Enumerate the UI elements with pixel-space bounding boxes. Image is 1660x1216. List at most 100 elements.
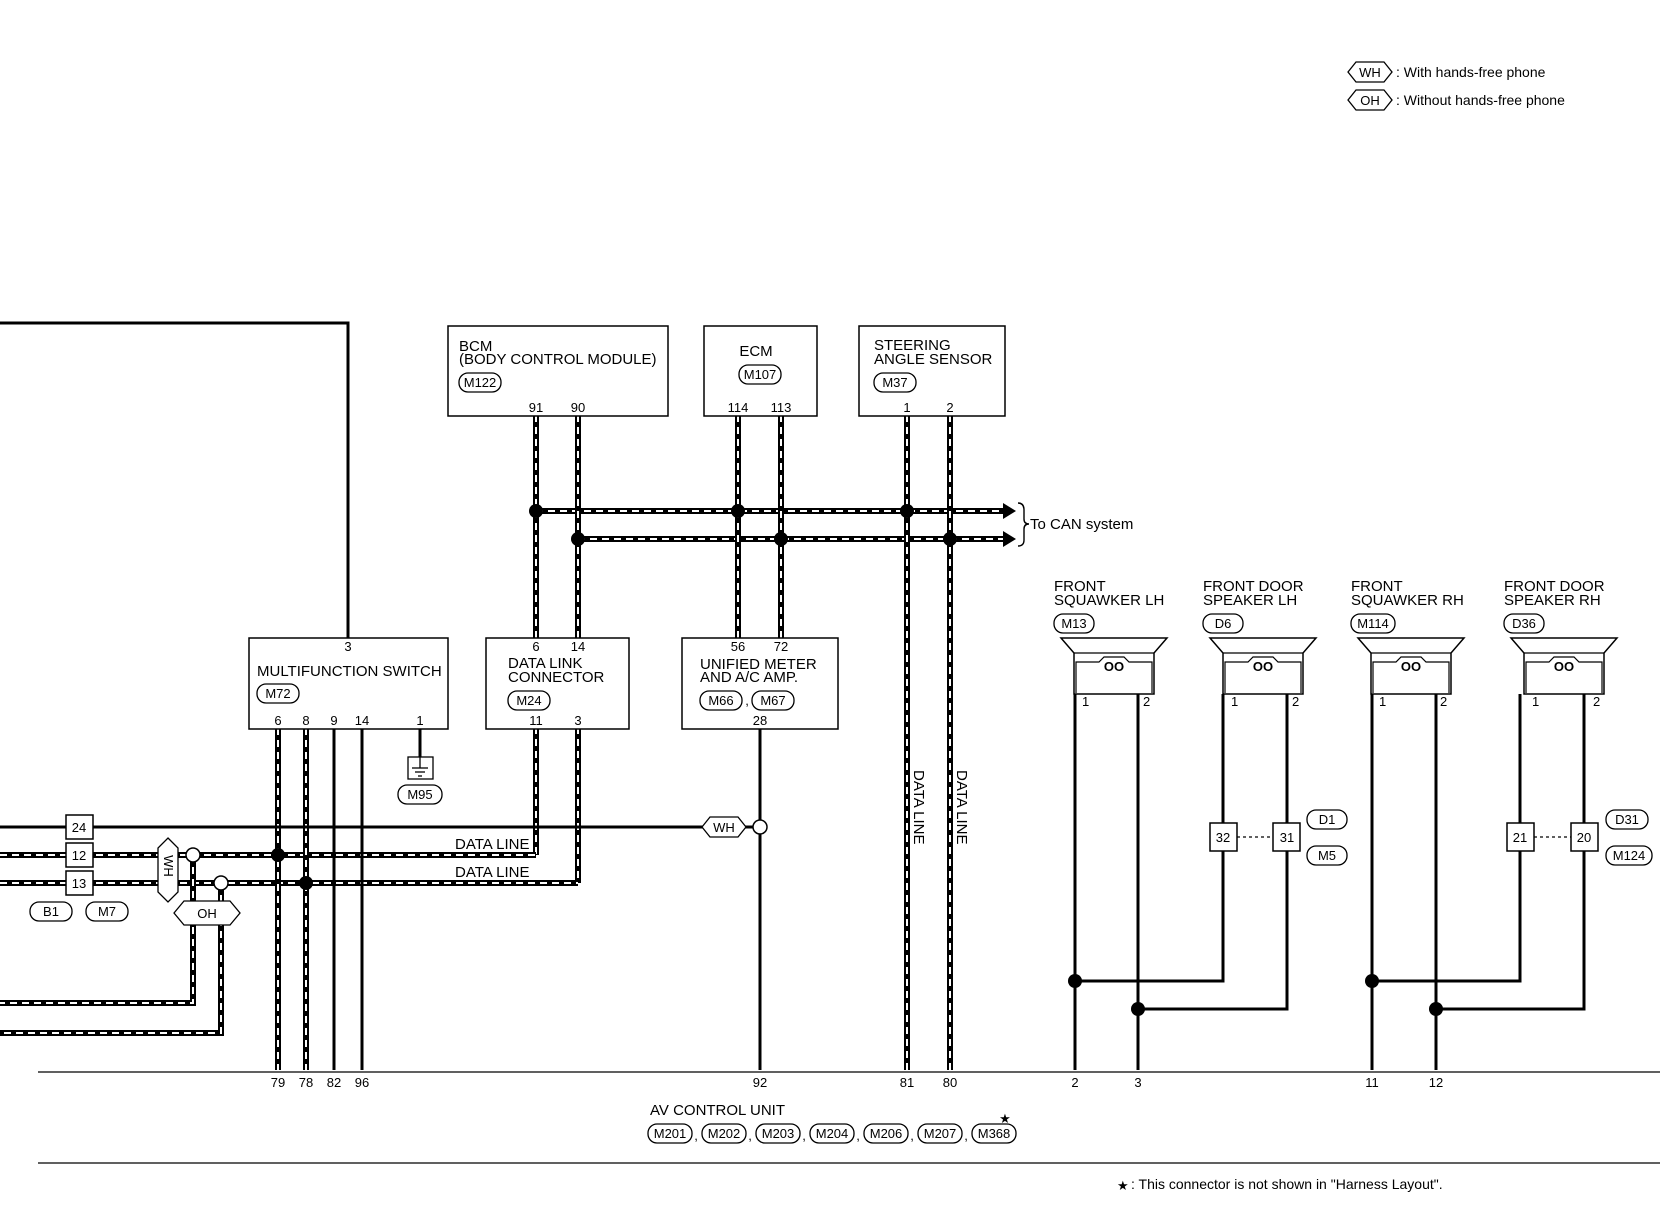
- speaker-pin-1: 1: [1082, 694, 1089, 709]
- multifunction-switch-box: 3 MULTIFUNCTION SWITCH M72 6 8 9 14 1: [248, 637, 449, 730]
- bcm-subtitle: (BODY CONTROL MODULE): [459, 351, 657, 368]
- ground-connector: M95: [407, 787, 432, 802]
- bcm-title: BCM: [459, 338, 492, 355]
- svg-text:,: ,: [694, 1128, 698, 1143]
- speaker-subtitle: SQUAWKER RH: [1351, 592, 1464, 609]
- ground-icon: M95: [397, 756, 443, 805]
- av-title: AV CONTROL UNIT: [650, 1102, 785, 1119]
- left-pin-13: 13: [72, 876, 86, 891]
- svg-text:,: ,: [856, 1128, 860, 1143]
- legend-oh-text: : Without hands-free phone: [1396, 92, 1565, 108]
- speaker-pin-2: 2: [1440, 694, 1447, 709]
- meter-pin-56: 56: [731, 639, 745, 654]
- speaker-connector: M13: [1061, 616, 1086, 631]
- speaker-subtitle: SPEAKER RH: [1504, 592, 1601, 609]
- left-connector-m7: M7: [98, 904, 116, 919]
- left-connector-b1: B1: [43, 904, 59, 919]
- av-connector-m207: M207: [924, 1126, 957, 1141]
- meter-connector-2: M67: [760, 693, 785, 708]
- unified-meter-box: 56 72 UNIFIED METER AND A/C AMP. M66 , M…: [681, 637, 839, 730]
- junction-dots: [185, 504, 957, 891]
- data-line-label-2: DATA LINE: [455, 864, 529, 881]
- legend-wh-code: WH: [1359, 65, 1381, 80]
- speaker-subtitle: SPEAKER LH: [1203, 592, 1297, 609]
- mfs-pin-8: 8: [302, 713, 309, 728]
- mfs-pin-1: 1: [416, 713, 423, 728]
- joint-lh-pin-32: 32: [1216, 830, 1230, 845]
- av-pin-79: 79: [271, 1075, 285, 1090]
- svg-text:OO: OO: [1104, 659, 1124, 674]
- svg-text:,: ,: [748, 1128, 752, 1143]
- ecm-pin-114: 114: [728, 400, 749, 415]
- joint-rh-pin-21: 21: [1513, 830, 1527, 845]
- joint-rh-connector-d31: D31: [1615, 812, 1639, 827]
- av-connector-m201: M201: [654, 1126, 687, 1141]
- av-pin-82: 82: [327, 1075, 341, 1090]
- meter-subtitle: AND A/C AMP.: [700, 669, 798, 686]
- speaker-title: FRONT: [1351, 578, 1403, 595]
- ecm-pin-113: 113: [771, 400, 792, 415]
- av-pin-80: 80: [943, 1075, 957, 1090]
- legend: WH : With hands-free phone OH : Without …: [1347, 61, 1565, 111]
- bcm-pin-90: 90: [571, 400, 585, 415]
- wh-tag-line: WH: [701, 816, 747, 838]
- ecm-title: ECM: [739, 343, 772, 360]
- left-connector: 24 12 13 B1 M7: [29, 814, 129, 922]
- joint-lh-pin-31: 31: [1280, 830, 1294, 845]
- svg-text:WH: WH: [713, 820, 735, 835]
- av-pin-12: 12: [1429, 1075, 1443, 1090]
- av-pin-96: 96: [355, 1075, 369, 1090]
- steering-pin-1: 1: [903, 400, 910, 415]
- dlc-pin-14: 14: [571, 639, 585, 654]
- steering-subtitle: ANGLE SENSOR: [874, 351, 993, 368]
- bcm-connector: M122: [464, 375, 497, 390]
- av-pin-2: 2: [1071, 1075, 1078, 1090]
- speaker-pin-1: 1: [1379, 694, 1386, 709]
- svg-text:WH: WH: [161, 855, 176, 877]
- steering-sensor-box: STEERING ANGLE SENSOR M37 1 2: [858, 325, 1006, 417]
- ecm-box: ECM M107 114 113: [703, 325, 818, 417]
- can-system-label: To CAN system: [1030, 516, 1133, 533]
- legend-oh-code: OH: [1360, 93, 1380, 108]
- data-line-label-3: DATA LINE: [910, 770, 927, 844]
- svg-text:,: ,: [745, 693, 749, 708]
- mfs-pin-6: 6: [274, 713, 281, 728]
- speaker-title: FRONT DOOR: [1203, 578, 1304, 595]
- bcm-pin-91: 91: [529, 400, 543, 415]
- meter-pin-72: 72: [774, 639, 788, 654]
- joint-rh-pin-20: 20: [1577, 830, 1591, 845]
- data-line-label-4: DATA LINE: [953, 770, 970, 844]
- dlc-pin-6: 6: [532, 639, 539, 654]
- av-connector-m202: M202: [708, 1126, 741, 1141]
- av-connector-m204: M204: [816, 1126, 849, 1141]
- speaker-subtitle: SQUAWKER LH: [1054, 592, 1164, 609]
- svg-text:OO: OO: [1253, 659, 1273, 674]
- plain-wires: [0, 728, 762, 1070]
- av-connector-m203: M203: [762, 1126, 795, 1141]
- ecm-connector: M107: [744, 367, 777, 382]
- footnote: ★ : This connector is not shown in "Harn…: [1117, 1176, 1443, 1193]
- speaker-title: FRONT DOOR: [1504, 578, 1605, 595]
- steering-title: STEERING: [874, 337, 951, 354]
- speaker-connector: D36: [1512, 616, 1536, 631]
- speaker-pin-1: 1: [1532, 694, 1539, 709]
- mfs-connector: M72: [265, 686, 290, 701]
- av-pin-81: 81: [900, 1075, 914, 1090]
- footnote-star: ★: [1117, 1178, 1129, 1193]
- legend-wh-text: : With hands-free phone: [1396, 64, 1546, 80]
- wh-tag-vertical: WH: [157, 837, 179, 903]
- svg-text:,: ,: [910, 1128, 914, 1143]
- oh-tag: OH: [173, 900, 241, 926]
- av-connectors: M201,M202,M203,M204,M206,M207,M368: [647, 1123, 1017, 1144]
- joint-rh-connector-m124: M124: [1613, 848, 1646, 863]
- speaker-pin-1: 1: [1231, 694, 1238, 709]
- left-pin-12: 12: [72, 848, 86, 863]
- svg-text:,: ,: [802, 1128, 806, 1143]
